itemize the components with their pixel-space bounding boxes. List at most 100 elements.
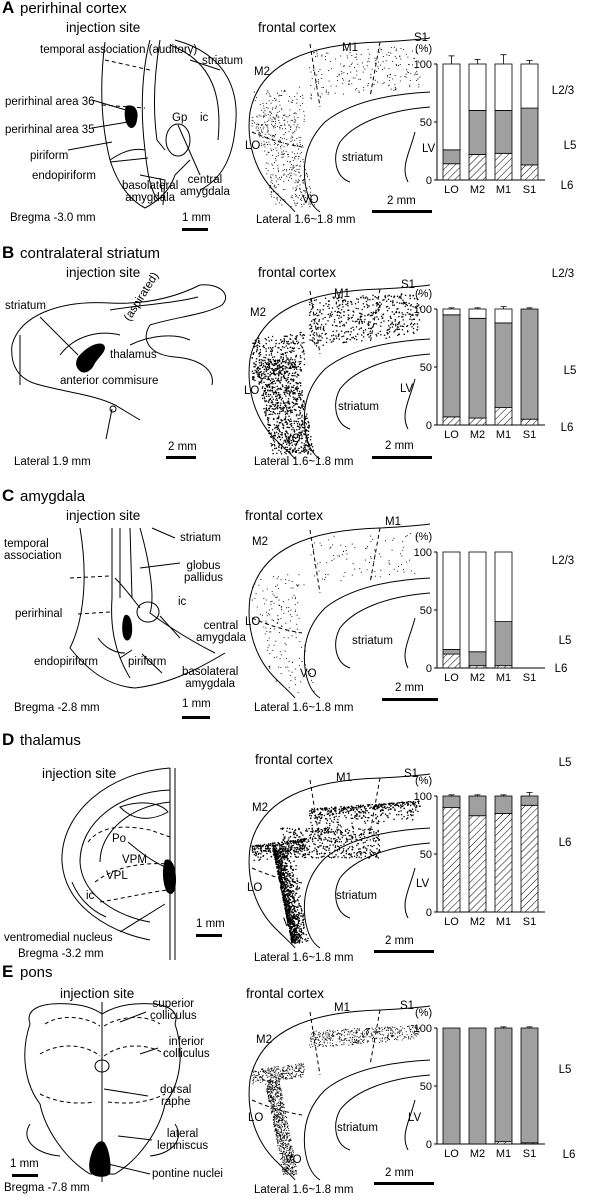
label-striatum: striatum	[180, 532, 221, 544]
y-tick-label: 0	[426, 663, 432, 675]
bar-segment-L23-M2	[469, 64, 486, 110]
cortex-scale-label: 2 mm	[385, 935, 414, 947]
y-tick-label: 100	[414, 791, 432, 803]
x-tick-label: LO	[444, 429, 459, 441]
layer-label: L6	[561, 422, 574, 434]
bar-segment-L5-M2	[469, 796, 486, 816]
y-tick-label: 0	[426, 907, 432, 919]
y-tick-label: 50	[420, 849, 432, 861]
bar-segment-L6-M1	[495, 813, 512, 912]
layer-label: L5	[559, 1064, 572, 1076]
label-perirhinal-36: perirhinal area 36	[5, 96, 95, 108]
label-superior-colliculus: superior colliculus	[150, 998, 197, 1022]
bar-segment-L5-S1	[521, 796, 538, 805]
y-axis-unit: (%)	[415, 288, 432, 300]
label-striatum-cortex: striatum	[337, 1122, 378, 1134]
bar-segment-L5-LO	[443, 315, 460, 417]
bar-segment-L6-S1	[521, 165, 538, 180]
frontal-cortex-drawing	[240, 1000, 430, 1180]
label-globus-pallidus: globus pallidus	[184, 560, 223, 584]
x-tick-label: LO	[444, 184, 459, 196]
bar-segment-L5-LO	[443, 796, 460, 808]
x-tick-label: S1	[523, 429, 536, 441]
cortex-scale-bar	[374, 950, 434, 953]
x-tick-label: S1	[523, 672, 536, 684]
bar-segment-L23-M1	[495, 64, 512, 110]
panel-e: E pons injection site frontal cortex sup…	[0, 964, 592, 1204]
label-vo: VO	[302, 194, 319, 206]
x-tick-label: LO	[444, 916, 459, 928]
label-thalamus: thalamus	[110, 349, 157, 361]
label-temporal-association: temporal association	[4, 538, 62, 562]
label-m2: M2	[252, 802, 268, 814]
layer-label: L6	[563, 1149, 576, 1161]
injection-scale-bar	[166, 456, 196, 459]
bar-segment-L5-LO	[443, 1028, 460, 1144]
label-striatum-cortex: striatum	[342, 152, 383, 164]
label-dorsal-raphe: dorsal raphe	[160, 1084, 191, 1108]
label-striatum-cortex: striatum	[352, 635, 393, 647]
bar-segment-L5-S1	[521, 108, 538, 165]
label-po: Po	[112, 833, 126, 845]
label-vo: VO	[283, 917, 300, 929]
x-tick-label: LO	[444, 672, 459, 684]
x-tick-label: M2	[470, 916, 485, 928]
x-tick-label: S1	[523, 184, 536, 196]
bar-segment-L6-LO	[443, 654, 460, 668]
bar-segment-L6-M2	[469, 418, 486, 425]
label-lateral-lemniscus: lateral lemniscus	[157, 1128, 208, 1152]
y-axis-unit: (%)	[415, 531, 432, 543]
layer-label: L2/3	[552, 555, 574, 567]
label-m2: M2	[252, 536, 268, 548]
label-pontine-nuclei: pontine nuclei	[152, 1168, 223, 1180]
label-endopiriform: endopiriform	[34, 656, 98, 668]
y-tick-label: 0	[426, 175, 432, 187]
x-tick-label: M2	[470, 672, 485, 684]
bar-segment-L23-LO	[443, 64, 460, 150]
label-endopiriform: endopiriform	[32, 170, 96, 182]
label-central-amygdala: central amygdala	[196, 620, 246, 644]
x-tick-label: M1	[496, 672, 511, 684]
bar-segment-L6-S1	[521, 805, 538, 912]
y-axis-unit: (%)	[415, 775, 432, 787]
frontal-cortex-drawing	[240, 32, 430, 212]
frontal-cortex-drawing	[240, 279, 430, 459]
bar-segment-L5-M1	[495, 323, 512, 408]
cortex-scale-label: 2 mm	[385, 1167, 414, 1179]
bar-segment-L23-M2	[469, 309, 486, 318]
label-striatum: striatum	[202, 55, 243, 67]
label-vo: VO	[300, 668, 317, 680]
label-lo: LO	[245, 616, 260, 628]
layer-label: L6	[561, 180, 574, 192]
label-m2: M2	[250, 307, 266, 319]
label-s1: S1	[401, 279, 415, 291]
layer-label: L5	[564, 365, 577, 377]
bar-segment-L6-LO	[443, 808, 460, 912]
x-tick-label: S1	[523, 1148, 536, 1160]
label-m1: M1	[342, 42, 358, 54]
bar-segment-L6-M2	[469, 816, 486, 912]
cortex-caption: Lateral 1.6~1.8 mm	[254, 1184, 353, 1196]
bar-segment-L6-S1	[521, 419, 538, 425]
injection-scale-label: 1 mm	[182, 212, 211, 224]
y-tick-label: 50	[420, 1081, 432, 1093]
label-ic: ic	[178, 596, 186, 608]
label-vo: VO	[284, 433, 301, 445]
y-tick-label: 100	[414, 304, 432, 316]
bar-segment-L6-LO	[443, 417, 460, 425]
label-perirhinal-35: perirhinal area 35	[5, 124, 95, 136]
bar-segment-L5-LO	[443, 150, 460, 164]
label-vpm: VPM	[122, 854, 147, 866]
cortex-scale-bar	[374, 1182, 434, 1185]
label-vpl: VPL	[106, 870, 128, 882]
label-m1: M1	[385, 516, 401, 528]
label-m1: M1	[336, 772, 352, 784]
label-ic: ic	[200, 112, 208, 124]
injection-caption: Bregma -3.2 mm	[18, 948, 104, 960]
label-lo: LO	[245, 140, 260, 152]
injection-scale-bar	[196, 934, 222, 937]
label-vo: VO	[285, 1154, 302, 1166]
injection-caption: Bregma -2.8 mm	[14, 702, 100, 714]
